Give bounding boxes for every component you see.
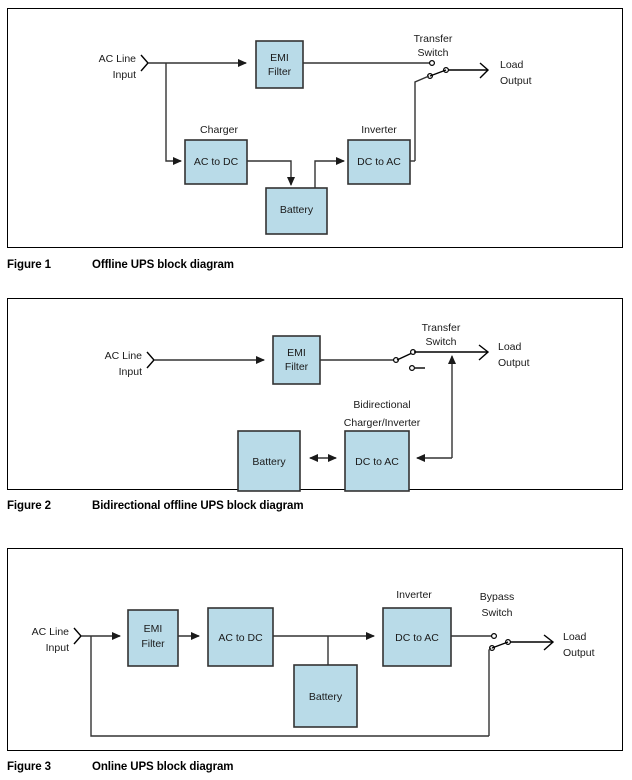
figure-1-output-label-2: Output: [500, 75, 532, 87]
figure-2-converter-annotation-2: Charger/Inverter: [344, 417, 421, 429]
block-battery: [237, 430, 301, 492]
block-inverter: [347, 139, 411, 185]
figure-3-inverter-annotation: Inverter: [396, 589, 432, 601]
block-bidirectional-converter-label: DC to AC: [355, 456, 399, 468]
block-emi-filter-label-1: EMI: [144, 623, 163, 635]
figure-1-caption-text: Offline UPS block diagram: [92, 259, 234, 271]
figure-3-switch-label-2: Switch: [482, 607, 513, 619]
block-rectifier-label: AC to DC: [218, 632, 263, 644]
switch-contact-upper: [429, 59, 436, 66]
figure-1-caption-number: Figure 1: [7, 259, 51, 271]
figure-2-input-label-1: AC Line: [105, 350, 143, 362]
figure-3-output-label-1: Load: [563, 631, 587, 643]
block-bidirectional-converter: [344, 430, 410, 492]
block-charger-label: AC to DC: [194, 156, 239, 168]
block-emi-filter-label-2: Filter: [141, 638, 165, 650]
figure-1-block: EMI Filter Transfer Switch AC Line Input…: [0, 0, 632, 280]
figure-1-input-label-1: AC Line: [99, 53, 137, 65]
block-emi-filter-label-1: EMI: [270, 52, 289, 64]
block-battery-label: Battery: [280, 204, 314, 216]
figure-3-input-label-1: AC Line: [32, 626, 70, 638]
figure-2-diagram: EMI Filter Transfer Switch AC Line Input: [105, 322, 530, 492]
figure-2-caption-number: Figure 2: [7, 500, 51, 512]
block-emi-filter-label-1: EMI: [287, 347, 306, 359]
figure-3-caption-text: Online UPS block diagram: [92, 761, 234, 773]
figure-1-input-label-2: Input: [113, 69, 136, 81]
switch-contact-upper: [491, 632, 498, 639]
figure-2-output-label-1: Load: [498, 341, 522, 353]
figure-2-converter-annotation-1: Bidirectional: [353, 399, 410, 411]
figure-3-input-label-2: Input: [46, 642, 69, 654]
figure-2-block: EMI Filter Transfer Switch AC Line Input: [0, 290, 632, 540]
figure-2-output-label-2: Output: [498, 357, 530, 369]
block-inverter-label: DC to AC: [395, 632, 439, 644]
figure-3-switch-label-1: Bypass: [480, 591, 514, 603]
figure-3-output-label-2: Output: [563, 647, 595, 659]
block-emi-filter: [255, 40, 304, 89]
figure-1-switch-label-2: Switch: [418, 47, 449, 59]
figure-2-caption-text: Bidirectional offline UPS block diagram: [92, 500, 304, 512]
figure-1-charger-annotation: Charger: [200, 124, 238, 136]
block-emi-filter: [127, 609, 179, 667]
figure-1-output-label-1: Load: [500, 59, 524, 71]
block-battery: [265, 187, 328, 235]
figure-2-switch-label-2: Switch: [426, 336, 457, 348]
block-battery-label: Battery: [309, 691, 343, 703]
figure-2-switch-label-1: Transfer: [422, 322, 461, 334]
block-rectifier: [207, 607, 274, 667]
figure-1-diagram: EMI Filter Transfer Switch AC Line Input…: [99, 33, 532, 235]
block-emi-filter-label-2: Filter: [268, 66, 292, 78]
figure-3-caption-number: Figure 3: [7, 761, 51, 773]
switch-alt-contact: [409, 364, 416, 371]
block-emi-filter-label-2: Filter: [285, 361, 309, 373]
figure-2-input-label-2: Input: [119, 366, 142, 378]
block-inverter: [382, 607, 452, 667]
figure-1-switch-label-1: Transfer: [414, 33, 453, 45]
block-charger: [184, 139, 248, 185]
block-emi-filter: [272, 335, 321, 385]
figure-1-inverter-annotation: Inverter: [361, 124, 397, 136]
figure-3-block: EMI Filter AC to DC Battery Inverter DC …: [0, 540, 632, 780]
block-inverter-label: DC to AC: [357, 156, 401, 168]
figure-3-diagram: EMI Filter AC to DC Battery Inverter DC …: [32, 589, 595, 737]
block-battery-label: Battery: [252, 456, 286, 468]
block-battery: [293, 664, 358, 728]
